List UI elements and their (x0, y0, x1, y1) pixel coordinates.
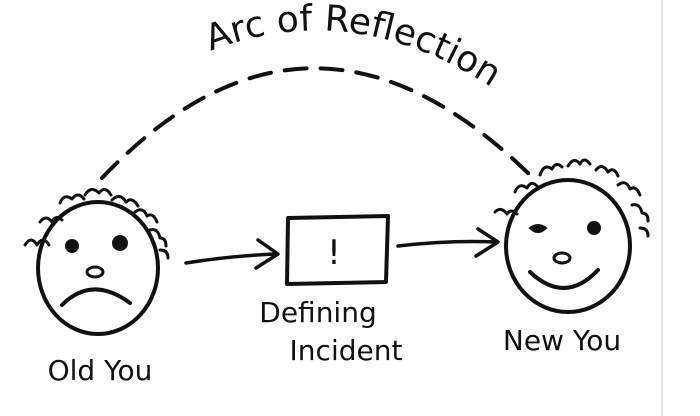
arc-label: Arc of Reflection (200, 0, 508, 95)
happy-face-icon (493, 158, 650, 314)
old-you-label: Old You (48, 354, 153, 387)
exclamation-symbol: ! (327, 233, 341, 273)
new-you-label: New You (503, 324, 621, 357)
exclamation-box-icon: ! (285, 214, 390, 286)
arrow-incident-to-new (396, 227, 500, 258)
arrow-old-to-incident (184, 238, 280, 270)
incident-label-line2: Incident (290, 334, 403, 367)
arc-of-reflection-line (100, 66, 532, 180)
sad-face-icon (23, 188, 170, 336)
incident-label-line1: Defining (259, 296, 376, 329)
